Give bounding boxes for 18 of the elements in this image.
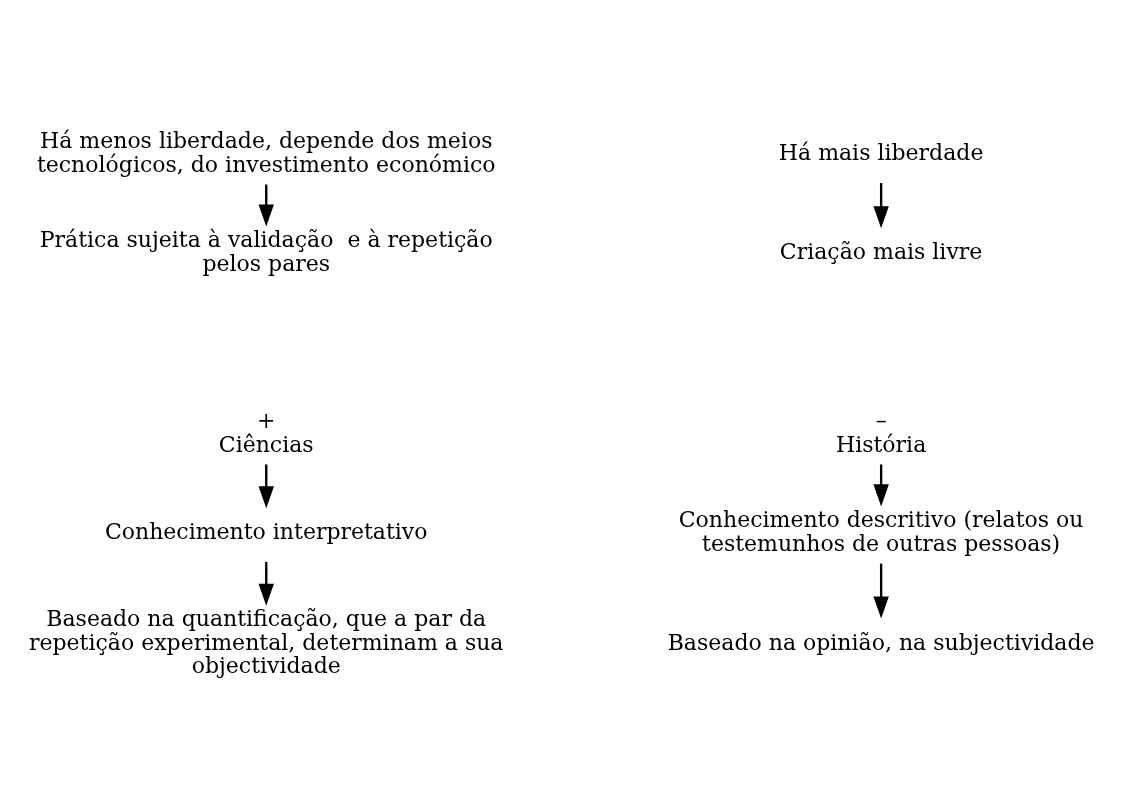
arrow xyxy=(873,464,889,507)
node-text: Criação mais livre xyxy=(779,239,983,265)
node-text: Baseado na opinião, na subjectividade xyxy=(667,629,1095,655)
node-text: Baseado na quantificação, que a par da repetição experimental, determinam a sua objectividade xyxy=(28,606,504,679)
node-text: Conhecimento descritivo (relatos ou testemunhos de outras pessoas) xyxy=(678,507,1084,556)
node-text: Ciências xyxy=(218,431,314,457)
node-text: História xyxy=(835,431,927,457)
node-text: Conhecimento interpretativo xyxy=(104,518,428,544)
arrow xyxy=(258,464,274,509)
node-text: Há menos liberdade, depende dos meios tecnológicos, do investimento económico xyxy=(36,128,496,177)
node-label: – xyxy=(875,408,887,434)
arrow xyxy=(873,563,889,619)
node-text: Há mais liberdade xyxy=(778,139,984,165)
arrow xyxy=(258,561,274,606)
node-text: Prática sujeita à validação e à repetição pelos pares xyxy=(39,227,493,276)
arrow xyxy=(873,183,889,229)
arrow xyxy=(258,184,274,227)
node-label: + xyxy=(257,408,276,434)
